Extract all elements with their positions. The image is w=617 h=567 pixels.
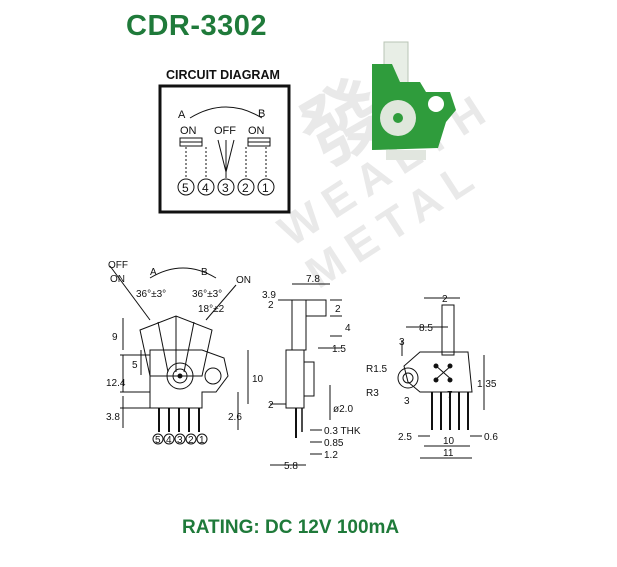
rear-shaft — [441, 304, 455, 356]
circuit-diagram-frame — [158, 84, 291, 214]
front-body — [149, 349, 229, 409]
front-rotation-arc — [149, 267, 217, 279]
cd-pin-5: 5 — [182, 181, 189, 195]
front-dim-12-4: 12.4 — [106, 378, 126, 389]
rear-dim-3b: 3 — [404, 396, 410, 407]
front-label-a: A — [150, 267, 157, 278]
product-mount-hole — [428, 96, 444, 112]
side-dim-1-5: 1.5 — [332, 344, 346, 355]
cd-pin-4: 4 — [202, 181, 209, 195]
front-actuator-fan — [139, 315, 213, 377]
cd-label-on-left: ON — [180, 125, 197, 137]
rear-body — [403, 351, 473, 393]
front-dim-3-8: 3.8 — [106, 412, 120, 423]
cd-label-b: B — [258, 108, 265, 120]
front-angle-right: 36°±3° — [192, 289, 222, 300]
side-dim-7-8: 7.8 — [306, 274, 320, 285]
side-body — [285, 349, 305, 409]
side-shaft — [291, 299, 307, 351]
circuit-diagram-heading: CIRCUIT DIAGRAM — [166, 68, 280, 82]
rear-dim-r3: R3 — [366, 388, 379, 399]
front-pin-4: 4 — [166, 435, 172, 446]
cd-label-a: A — [178, 109, 186, 121]
product-title: CDR-3302 — [126, 10, 267, 42]
side-dim-phi: ø2.0 — [333, 404, 353, 415]
front-dim-9: 9 — [112, 332, 118, 343]
cd-label-on-right: ON — [248, 125, 265, 137]
front-pin-5: 5 — [155, 435, 161, 446]
front-pin-1: 1 — [199, 435, 205, 446]
front-pin-3: 3 — [177, 435, 183, 446]
front-label-on-right: ON — [236, 275, 251, 286]
rear-dim-8-5: 8.5 — [419, 323, 433, 334]
side-view-labels: 7.8 3.9 2 2 4 1.5 ø2.0 2 0.3 THK 0.85 1.… — [262, 274, 361, 472]
rear-dim-3a: 3 — [399, 337, 405, 348]
side-tab — [306, 299, 327, 317]
front-view — [109, 265, 249, 432]
cd-label-off: OFF — [214, 125, 236, 137]
front-pins — [158, 408, 200, 432]
side-dim-2b: 2 — [335, 304, 341, 315]
rear-view — [397, 297, 485, 459]
cd-pins: 5 4 3 2 1 — [177, 178, 275, 196]
front-angle-small: 18°±2 — [198, 304, 225, 315]
side-dim-5-8: 5.8 — [284, 461, 298, 472]
front-label-off: OFF — [108, 260, 128, 271]
front-angle-left: 36°±3° — [136, 289, 166, 300]
rear-dim-2-5: 2.5 — [398, 432, 412, 443]
rear-dim-10: 10 — [443, 436, 455, 447]
rear-dim-11: 11 — [443, 448, 454, 459]
rear-dim-0-6: 0.6 — [484, 432, 498, 443]
front-pin-labels: 5 4 3 2 1 — [152, 433, 208, 446]
rear-pins — [431, 392, 469, 430]
rear-dim-r1-5: R1.5 — [366, 364, 388, 375]
cd-pin-1: 1 — [262, 181, 269, 195]
switch-arc — [189, 106, 263, 119]
rear-mount-hole — [397, 367, 419, 389]
front-dim-10: 10 — [252, 374, 264, 385]
cd-pin-2: 2 — [242, 181, 249, 195]
front-pin-2: 2 — [188, 435, 194, 446]
side-dim-0-3: 0.3 THK — [324, 426, 361, 437]
side-dim-3-9: 3.9 — [262, 290, 276, 301]
rating-text: RATING: DC 12V 100mA — [182, 517, 400, 538]
rear-dim-7: 7 — [447, 390, 453, 401]
side-dim-2c: 2 — [268, 400, 274, 411]
front-rotor-outer — [166, 362, 194, 390]
product-illustration — [372, 41, 456, 160]
circuit-diagram: CIRCUIT DIAGRAM A B ON OFF ON 5 4 3 — [158, 68, 291, 214]
side-dim-0-85: 0.85 — [324, 438, 344, 449]
front-label-b: B — [201, 267, 208, 278]
front-dim-2-6: 2.6 — [228, 412, 242, 423]
front-view-labels: OFF ON A B ON 36°±3° 36°±3° 18°±2 9 5 12… — [106, 260, 264, 446]
cd-pin-3: 3 — [222, 181, 229, 195]
front-mount-hole — [204, 367, 222, 385]
rear-dim-1-35: 1.35 — [477, 379, 497, 390]
side-dim-1-2: 1.2 — [324, 450, 338, 461]
side-view — [270, 283, 342, 466]
front-dim-5: 5 — [132, 360, 138, 371]
side-dim-2a: 2 — [268, 300, 274, 311]
product-pins — [386, 150, 426, 160]
side-dim-4: 4 — [345, 323, 351, 334]
rear-view-labels: 2 8.5 3 R1.5 R3 3 7 1.35 2.5 10 11 0.6 — [366, 294, 498, 459]
front-label-on-left: ON — [110, 274, 125, 285]
rear-dim-2: 2 — [442, 294, 448, 305]
